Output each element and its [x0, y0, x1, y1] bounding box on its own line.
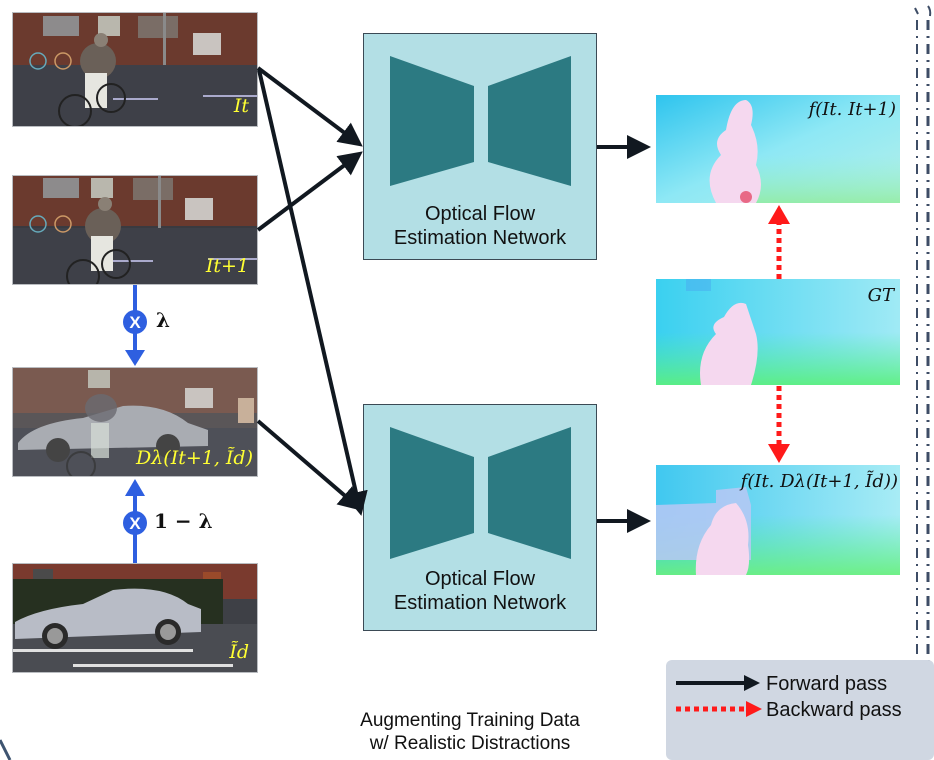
- distraction-image: Ĩd: [12, 563, 258, 673]
- caption-line2: w/ Realistic Distractions: [369, 733, 571, 754]
- encoder-shape: [390, 56, 474, 186]
- forward-arrow-t-to-bottom-net: [257, 69, 368, 516]
- forward-arrow-mixed-to-bottom-net: [256, 419, 363, 511]
- optical-flow-network-bottom: Optical Flow Estimation Network: [363, 404, 597, 631]
- figure-caption: Augmenting Training Data w/ Realistic Di…: [290, 709, 650, 755]
- forward-arrow-t-to-top-net: [256, 66, 363, 147]
- frame-t-label: It: [233, 95, 249, 117]
- distraction-label: Ĩd: [229, 641, 249, 663]
- lambda-weight-label: λ: [156, 308, 171, 332]
- panel-corner-top: [914, 5, 932, 17]
- caption-line1: Augmenting Training Data: [360, 710, 580, 731]
- legend-forward-label: Forward pass: [766, 673, 888, 695]
- frame-t1-image: It+1: [12, 175, 258, 285]
- ground-truth-flow: GT: [656, 279, 900, 385]
- flow-output-clean: f(It. It+1): [656, 95, 900, 203]
- legend-backward-arrowhead: [746, 701, 762, 717]
- forward-arrow-t1-to-top-net: [256, 151, 363, 232]
- network-bottom-line2: Estimation Network: [393, 592, 567, 614]
- panel-corner-bottom-left: [0, 739, 12, 760]
- multiply-operator-bottom: X: [123, 511, 147, 535]
- backward-arrowhead-up: [768, 205, 790, 224]
- encoder-shape: [390, 427, 474, 559]
- flow-distracted-label: f(It. Dλ(It+1, Ĩd)): [740, 471, 898, 492]
- legend-backward-label: Backward pass: [766, 699, 902, 721]
- decoder-shape: [488, 427, 571, 559]
- optical-flow-network-top: Optical Flow Estimation Network: [363, 33, 597, 260]
- network-bottom-line1: Optical Flow: [424, 568, 536, 590]
- network-top-line2: Estimation Network: [393, 227, 567, 249]
- frame-t-image: It: [12, 12, 258, 127]
- legend: Forward pass Backward pass: [666, 660, 934, 760]
- mix-arrowhead-down: [125, 350, 145, 366]
- mixed-image: Dλ(It+1, Ĩd): [12, 367, 258, 477]
- mix-arrowhead-up: [125, 479, 145, 496]
- backward-arrowhead-down: [768, 444, 790, 463]
- mixed-label: Dλ(It+1, Ĩd): [136, 447, 253, 469]
- frame-t1-label: It+1: [205, 255, 249, 277]
- decoder-shape: [488, 56, 571, 186]
- legend-forward-arrowhead: [744, 675, 760, 691]
- network-top-line1: Optical Flow: [424, 203, 536, 225]
- svg-text:X: X: [129, 514, 141, 533]
- multiply-operator-top: X: [123, 310, 147, 334]
- ground-truth-label: GT: [867, 285, 894, 306]
- flow-clean-label: f(It. It+1): [808, 99, 896, 120]
- flow-output-distracted: f(It. Dλ(It+1, Ĩd)): [656, 465, 900, 575]
- svg-text:X: X: [129, 313, 141, 332]
- one-minus-lambda-weight-label: 1 − λ: [154, 509, 213, 533]
